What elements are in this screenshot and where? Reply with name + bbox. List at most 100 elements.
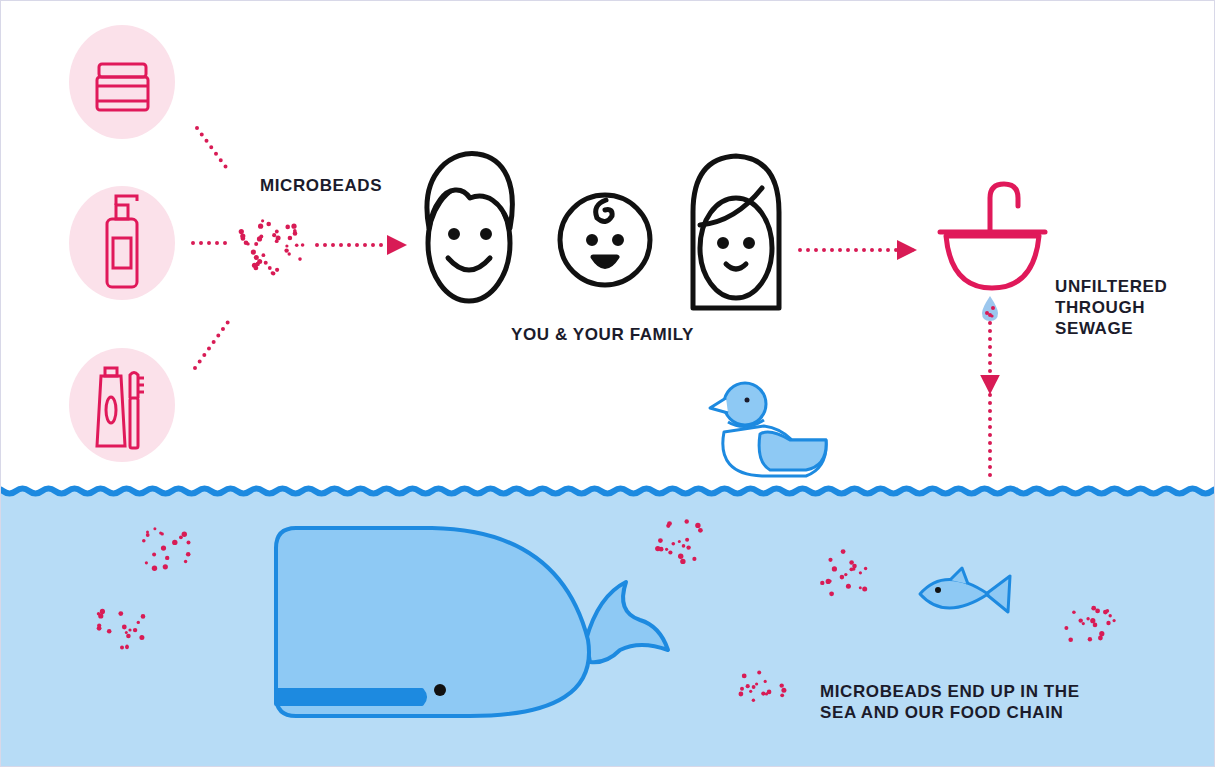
- toothpaste-icon: [97, 368, 144, 448]
- microbead-dot: [678, 540, 681, 543]
- microbead-dot: [1095, 609, 1100, 614]
- microbead-dot: [826, 579, 831, 584]
- family-faces: [427, 154, 779, 308]
- microbead-dot: [1079, 618, 1083, 622]
- microbead-dot: [1082, 622, 1085, 625]
- icon-circle: [69, 348, 175, 462]
- microbead-dot: [685, 519, 689, 523]
- microbead-dot: [862, 587, 867, 592]
- microbead-dot: [288, 236, 293, 241]
- microbead-dot: [846, 584, 851, 589]
- flow-arrow: [988, 315, 992, 480]
- microbead-dot: [285, 225, 290, 230]
- microbead-dot: [184, 560, 187, 563]
- microbead-dot: [781, 688, 786, 693]
- microbead-dot: [682, 544, 686, 548]
- microbead-dot: [672, 542, 676, 546]
- microbead-dot: [739, 692, 744, 697]
- family-group: YOU & YOUR FAMILY: [405, 140, 800, 355]
- microbead-dot: [120, 645, 124, 649]
- microbead-dot: [293, 229, 297, 233]
- microbead-dot: [254, 242, 258, 246]
- microbead-dot: [172, 540, 177, 545]
- microbead-dot: [859, 586, 862, 589]
- microbead-dot: [97, 612, 100, 615]
- microbead-dot: [153, 527, 156, 530]
- microbead-dot: [692, 557, 696, 561]
- microbead-dot: [107, 629, 112, 634]
- microbead-dot: [780, 683, 784, 687]
- microbead-dot: [145, 561, 148, 564]
- microbead-dot: [272, 233, 276, 237]
- microbead-dot: [257, 236, 262, 241]
- microbead-dot: [187, 541, 191, 545]
- microbead-dot: [740, 687, 744, 691]
- microbead-dot: [1098, 636, 1103, 641]
- microbead-dot: [755, 682, 758, 685]
- microbead-dot: [1088, 637, 1092, 641]
- sea-band: MICROBEADS END UP IN THE SEA AND OUR FOO…: [0, 480, 1215, 767]
- microbead-dot: [254, 255, 259, 260]
- microbead-dot: [864, 567, 867, 570]
- sea-water: [0, 489, 1215, 767]
- microbead-dot: [828, 558, 832, 562]
- microbead-dot: [1113, 619, 1116, 622]
- microbead-dot: [667, 521, 672, 526]
- bottle-icon: [107, 196, 137, 287]
- microbead-dot: [271, 271, 275, 275]
- microbead-dot: [1086, 617, 1089, 620]
- microbead-dot: [240, 233, 245, 238]
- microbead-dot: [244, 241, 249, 246]
- microbead-dot: [828, 579, 831, 582]
- sink-icon: [940, 184, 1045, 321]
- icon-circle: [69, 186, 175, 300]
- microbead-dot: [1072, 611, 1076, 615]
- microbead-dot: [161, 532, 164, 535]
- microbead-clusters: [97, 219, 1116, 702]
- microbead-dot: [655, 546, 660, 551]
- feeder-dots: [193, 128, 232, 368]
- microbead-dot: [1099, 631, 1104, 636]
- microbead-dot: [142, 539, 146, 543]
- microbead-dot: [1064, 626, 1068, 630]
- microbead-dot: [275, 268, 279, 272]
- microbead-dot: [161, 546, 166, 551]
- microbead-dot: [275, 230, 279, 234]
- microbead-dot: [298, 257, 302, 261]
- sink-group: UNFILTERED THROUGH SEWAGE: [915, 190, 1045, 315]
- microbead-dot: [268, 266, 272, 270]
- node-label: UNFILTERED THROUGH SEWAGE: [1055, 276, 1173, 339]
- microbead-dot: [698, 528, 703, 533]
- microbead-dot: [752, 685, 756, 689]
- microbead-dot: [262, 253, 266, 257]
- microbead-dot: [276, 236, 281, 241]
- microbead-dot: [97, 624, 101, 628]
- microbead-dot: [1091, 606, 1096, 611]
- microbead-dot: [678, 554, 683, 559]
- microbead-dot: [125, 631, 128, 634]
- flow-arrow: [317, 243, 405, 247]
- microbead-dot: [179, 535, 183, 539]
- microbead-dot: [1106, 621, 1110, 625]
- microbead-dot: [125, 646, 129, 650]
- microbead-dot: [658, 538, 663, 543]
- microbead-dot: [163, 564, 168, 569]
- microbead-dot: [695, 523, 700, 528]
- microbead-dot: [284, 248, 288, 252]
- microbead-dot: [301, 243, 305, 247]
- microbead-dot: [251, 250, 256, 255]
- microbead-dot: [749, 690, 752, 693]
- microbead-dot: [686, 545, 690, 549]
- microbead-dot: [680, 559, 685, 564]
- microbead-dot: [141, 614, 146, 619]
- microbead-dot: [849, 560, 854, 565]
- wave-line: [0, 489, 1215, 494]
- microbead-dot: [746, 684, 750, 688]
- microbead-dot: [1093, 623, 1098, 628]
- microbead-dot: [832, 566, 837, 571]
- microbead-dot: [752, 699, 755, 702]
- microbead-dot: [685, 538, 689, 542]
- microbead-dot: [1068, 638, 1073, 643]
- microbead-dot: [840, 575, 845, 580]
